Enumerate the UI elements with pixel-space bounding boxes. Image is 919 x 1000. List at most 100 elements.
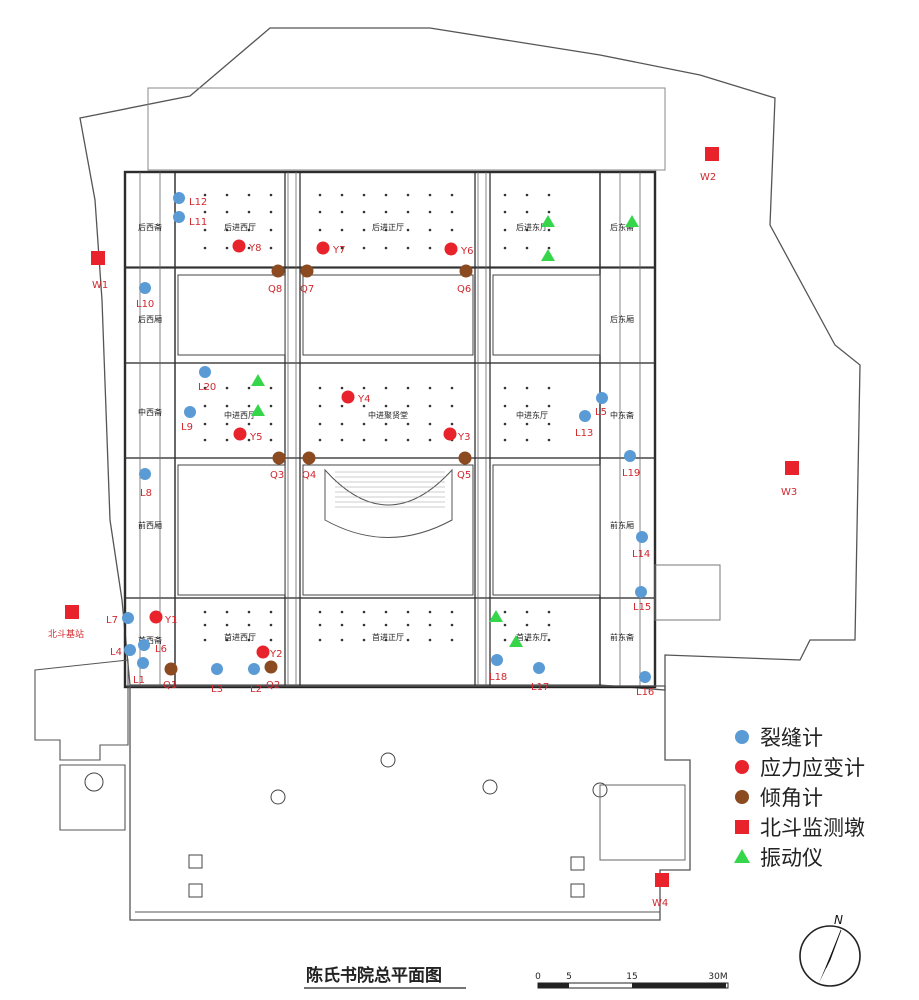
room-label: 中西斋: [138, 407, 162, 417]
column-dot: [362, 422, 366, 426]
column-dot: [247, 422, 251, 426]
column-dot: [547, 246, 551, 250]
column-dot: [428, 623, 432, 627]
courtyard-4: [302, 464, 474, 596]
beidou-pier-w4: [655, 873, 669, 887]
column-dot: [203, 623, 207, 627]
vibration-sensor-1: [541, 215, 555, 227]
crack-gauge-label-l8: L8: [140, 488, 152, 499]
column-dot: [269, 386, 273, 390]
column-dot: [362, 404, 366, 408]
column-dot: [318, 404, 322, 408]
forecourt-square-3: [570, 883, 585, 898]
legend-label-4: 振动仪: [760, 846, 823, 870]
column-dot: [269, 193, 273, 197]
column-dot: [247, 623, 251, 627]
beidou-base-station-label: 北斗基站: [48, 628, 84, 640]
room-label: 后东厢: [610, 314, 634, 324]
room-label: 首西斋: [138, 635, 162, 645]
column-dot: [450, 638, 454, 642]
column-dot: [384, 228, 388, 232]
forecourt-circle-1: [380, 752, 396, 768]
column-dot: [503, 193, 507, 197]
column-dot: [318, 193, 322, 197]
central-stair: [324, 468, 453, 538]
inclinometer-label-q2: Q2: [266, 680, 280, 691]
title-block: 陈氏书院总平面图: [304, 965, 466, 989]
strain-gauge-y3: [443, 427, 457, 441]
column-dot: [225, 228, 229, 232]
legend-label-0: 裂缝计: [760, 726, 823, 750]
column-dot: [525, 386, 529, 390]
column-dot: [225, 246, 229, 250]
vibration-sensor-4: [251, 374, 265, 386]
column-dot: [450, 228, 454, 232]
column-dot: [203, 404, 207, 408]
column-dot: [247, 610, 251, 614]
column-dot: [225, 404, 229, 408]
column-dot: [225, 623, 229, 627]
column-dot: [450, 210, 454, 214]
inclinometer-q8: [271, 264, 285, 278]
vibration-sensor-3: [625, 215, 639, 227]
markers: L1L2L3L4L5L6L7L8L9L10L11L12L13L14L15L16L…: [48, 147, 799, 909]
crack-gauge-l4: [124, 644, 136, 656]
column-dot: [525, 438, 529, 442]
north-arrow: N: [799, 913, 861, 987]
column-dot: [503, 404, 507, 408]
column-dot: [225, 210, 229, 214]
column-dot: [384, 623, 388, 627]
column-dot: [203, 438, 207, 442]
crack-gauge-l7: [122, 612, 134, 624]
room-label: 前东斋: [610, 632, 634, 642]
column-dot: [428, 438, 432, 442]
crack-gauge-label-l10: L10: [136, 299, 154, 310]
column-dot: [318, 438, 322, 442]
column-dot: [428, 246, 432, 250]
inclinometer-q1: [164, 662, 178, 676]
column-dot: [384, 638, 388, 642]
column-dot: [503, 246, 507, 250]
southwest-annex: [34, 659, 129, 761]
strain-gauge-y1: [149, 610, 163, 624]
column-dot: [525, 610, 529, 614]
crack-gauge-label-l6: L6: [155, 644, 167, 655]
strain-gauge-label-y1: Y1: [164, 615, 177, 626]
legend-label-1: 应力应变计: [760, 756, 865, 780]
beidou-pier-label-w3: W3: [781, 487, 797, 498]
crack-gauge-l10: [139, 282, 151, 294]
crack-gauge-label-l7: L7: [106, 615, 118, 626]
column-dot: [340, 404, 344, 408]
column-dot: [269, 246, 273, 250]
column-dot: [247, 228, 251, 232]
forecourt-square-1: [188, 883, 203, 898]
column-dot: [503, 623, 507, 627]
column-dot: [340, 228, 344, 232]
courtyard-3: [177, 464, 286, 596]
column-dot: [340, 438, 344, 442]
column-dot: [318, 638, 322, 642]
column-dot: [362, 438, 366, 442]
column-dot: [406, 422, 410, 426]
column-dot: [247, 193, 251, 197]
building-column-0: [124, 171, 176, 688]
legend-symbol-4: [734, 849, 750, 863]
column-dot: [428, 422, 432, 426]
crack-gauge-l11: [173, 211, 185, 223]
southwest-annex-2: [59, 764, 126, 831]
south-forecourt-outline: [129, 685, 691, 921]
column-dot: [203, 210, 207, 214]
column-dot: [428, 210, 432, 214]
strain-gauge-y7: [316, 241, 330, 255]
inclinometer-q3: [272, 451, 286, 465]
crack-gauge-l9: [184, 406, 196, 418]
column-dot: [503, 228, 507, 232]
beidou-pier-w3: [785, 461, 799, 475]
beidou-pier-w2: [705, 147, 719, 161]
scale-tick-label-2: 15: [626, 972, 637, 982]
column-dot: [225, 422, 229, 426]
column-dot: [203, 246, 207, 250]
forecourt-circle-2: [482, 779, 498, 795]
column-dot: [247, 386, 251, 390]
